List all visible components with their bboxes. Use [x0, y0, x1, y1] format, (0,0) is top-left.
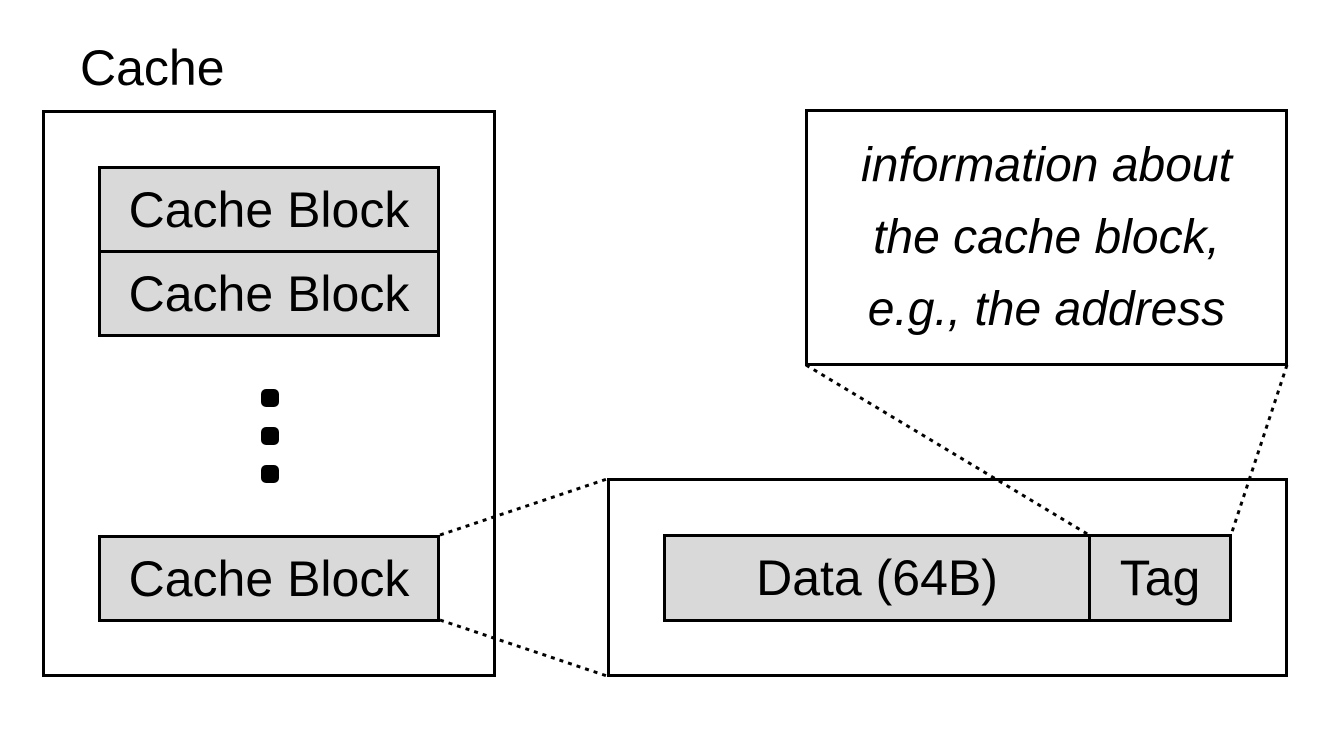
- ellipsis-dot: [261, 389, 279, 407]
- cache-block-1: Cache Block: [98, 166, 440, 253]
- cache-title: Cache: [80, 40, 225, 96]
- tag-field: Tag: [1088, 534, 1232, 622]
- ellipsis-dot: [261, 427, 279, 445]
- data-field: Data (64B): [663, 534, 1091, 622]
- info-line-2: the cache block,: [873, 210, 1220, 264]
- info-line-1: information about: [861, 138, 1232, 192]
- tag-info-callout: information about the cache block, e.g.,…: [805, 109, 1288, 366]
- info-line-3: e.g., the address: [867, 282, 1226, 336]
- cache-block-last: Cache Block: [98, 535, 440, 622]
- ellipsis-dot: [261, 465, 279, 483]
- cache-block-2: Cache Block: [98, 250, 440, 337]
